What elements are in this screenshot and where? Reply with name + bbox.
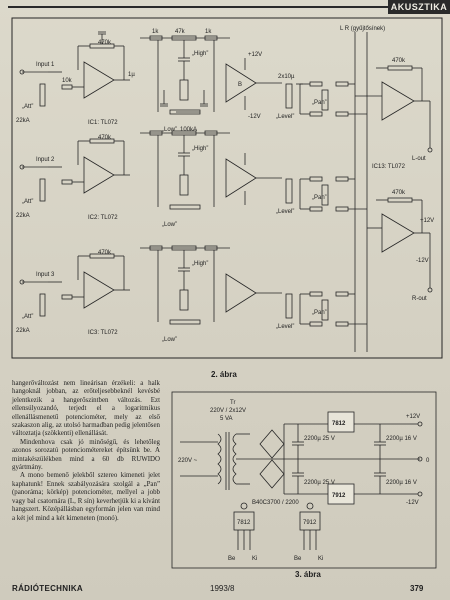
low-label: „Low”	[162, 222, 177, 228]
att-1-label: „Att”	[22, 104, 33, 110]
tr-rating: 220V / 2x12V	[210, 408, 246, 414]
paragraph-2: Mindenhova csak jó minőségű, és lehetőle…	[12, 438, 160, 472]
tr-label: Tr	[230, 400, 235, 406]
pan-2-label: „Pan”	[312, 195, 327, 201]
r470k-label: 470k	[98, 250, 112, 256]
header-rule	[8, 6, 388, 8]
input-3-label: Input 3	[36, 272, 55, 278]
footer-issue: 1993/8	[210, 584, 235, 593]
tr-va: 5 VA	[220, 416, 233, 422]
section-tag: AKUSZTIKA	[388, 0, 450, 14]
cap-3-label: 2200µ 16 V	[386, 436, 417, 442]
figure-3-caption: 3. ábra	[295, 570, 321, 579]
r1k-label-2: 1k	[205, 29, 212, 35]
footer-page-number: 379	[410, 584, 424, 593]
c1u-label: 1µ	[128, 72, 135, 78]
bridge-label: B40C3700 / 2200	[252, 500, 299, 506]
cap-4-label: 2200µ 16 V	[386, 480, 417, 486]
footer-magazine: RÁDIÓTECHNIKA	[12, 584, 84, 593]
l-out-label: L-out	[412, 156, 426, 162]
plus12-label: +12V	[248, 52, 262, 58]
ic13-label: IC13: TL072	[372, 164, 406, 170]
pin-ki-1: Ki	[252, 556, 257, 562]
bus-label: L R (gyűjtősínek)	[340, 26, 385, 32]
cap-2-label: 2200µ 25 V	[304, 480, 335, 486]
pkg-neg-label: 7912	[303, 520, 317, 526]
input-1-label: Input 1	[36, 62, 55, 68]
cap-1-label: 2200µ 25 V	[304, 436, 335, 442]
power-supply-schematic: Tr 220V / 2x12V 5 VA 220V ~ B40C3700 / 2…	[171, 391, 437, 569]
r470k-label: 470k	[98, 135, 112, 141]
low-label: „Low”	[162, 337, 177, 343]
att-1-value: 22kA	[16, 118, 30, 124]
out-r470k-label-2: 470k	[392, 190, 406, 196]
r47k-label: 47k	[175, 29, 186, 35]
rail-pos-label: +12V	[406, 414, 420, 420]
reg-pos-label: 7812	[332, 421, 346, 427]
r1k-label: 1k	[152, 29, 159, 35]
channel-3: Input 3 „Att” 22kA IC3: TL072 470k „High…	[16, 245, 367, 343]
ic3-label: IC3: TL072	[88, 330, 118, 336]
reg-neg-label: 7912	[332, 493, 346, 499]
level-1-label: „Level”	[276, 114, 294, 120]
ground-label: 0	[426, 458, 430, 464]
r10k-label: 10k	[62, 78, 73, 84]
out-plus12-label: +12V	[420, 218, 434, 224]
rail-neg-label: -12V	[406, 500, 419, 506]
ic2-label: IC2: TL072	[88, 215, 118, 221]
pin-be-2: Be	[294, 556, 302, 562]
att-3-label: „Att”	[22, 314, 33, 320]
pan-1-label: „Pan”	[312, 100, 327, 106]
out-r470k-label: 470k	[392, 58, 406, 64]
paragraph-3: A mono bemenő jelekből sztereo kimeneti …	[12, 472, 160, 522]
level-2-label: „Level”	[276, 209, 294, 215]
article-body: hangerőváltozást nem lineárisan érzékeli…	[12, 380, 160, 523]
pin-ki-2: Ki	[318, 556, 323, 562]
mixer-schematic: Input 1 „Att” 22kA IC1: TL072 470k 10k 1…	[11, 17, 443, 359]
att-2-value: 22kA	[16, 213, 30, 219]
att-3-value: 22kA	[16, 328, 30, 334]
ic1-label: IC1: TL072	[88, 120, 118, 126]
channel-1: Input 1 „Att” 22kA IC1: TL072 470k 10k 1…	[16, 29, 367, 133]
pin-be-1: Be	[228, 556, 236, 562]
pkg-pos-label: 7812	[237, 520, 251, 526]
c2x10u-label: 2x10µ	[278, 74, 295, 80]
opamp-b-label: B	[238, 82, 242, 88]
high-label: „High”	[192, 51, 208, 57]
r470k-label: 470k	[98, 40, 112, 46]
out-minus12-label: -12V	[416, 258, 429, 264]
figure-2-caption: 2. ábra	[211, 370, 237, 379]
output-stage	[355, 65, 433, 293]
channel-2: Input 2 „Att” 22kA IC2: TL072 470k „High…	[16, 130, 367, 228]
att-2-label: „Att”	[22, 199, 33, 205]
minus12-label: -12V	[248, 114, 261, 120]
level-3-label: „Level”	[276, 324, 294, 330]
low-value: 100kA	[180, 127, 197, 133]
low-label: „Low”	[162, 127, 177, 133]
input-2-label: Input 2	[36, 157, 55, 163]
pan-3-label: „Pan”	[312, 310, 327, 316]
high-label: „High”	[192, 146, 208, 152]
paragraph-1: hangerőváltozást nem lineárisan érzékeli…	[12, 380, 160, 438]
high-label: „High”	[192, 261, 208, 267]
r-out-label: R-out	[412, 296, 427, 302]
mains-label: 220V ~	[178, 458, 198, 464]
